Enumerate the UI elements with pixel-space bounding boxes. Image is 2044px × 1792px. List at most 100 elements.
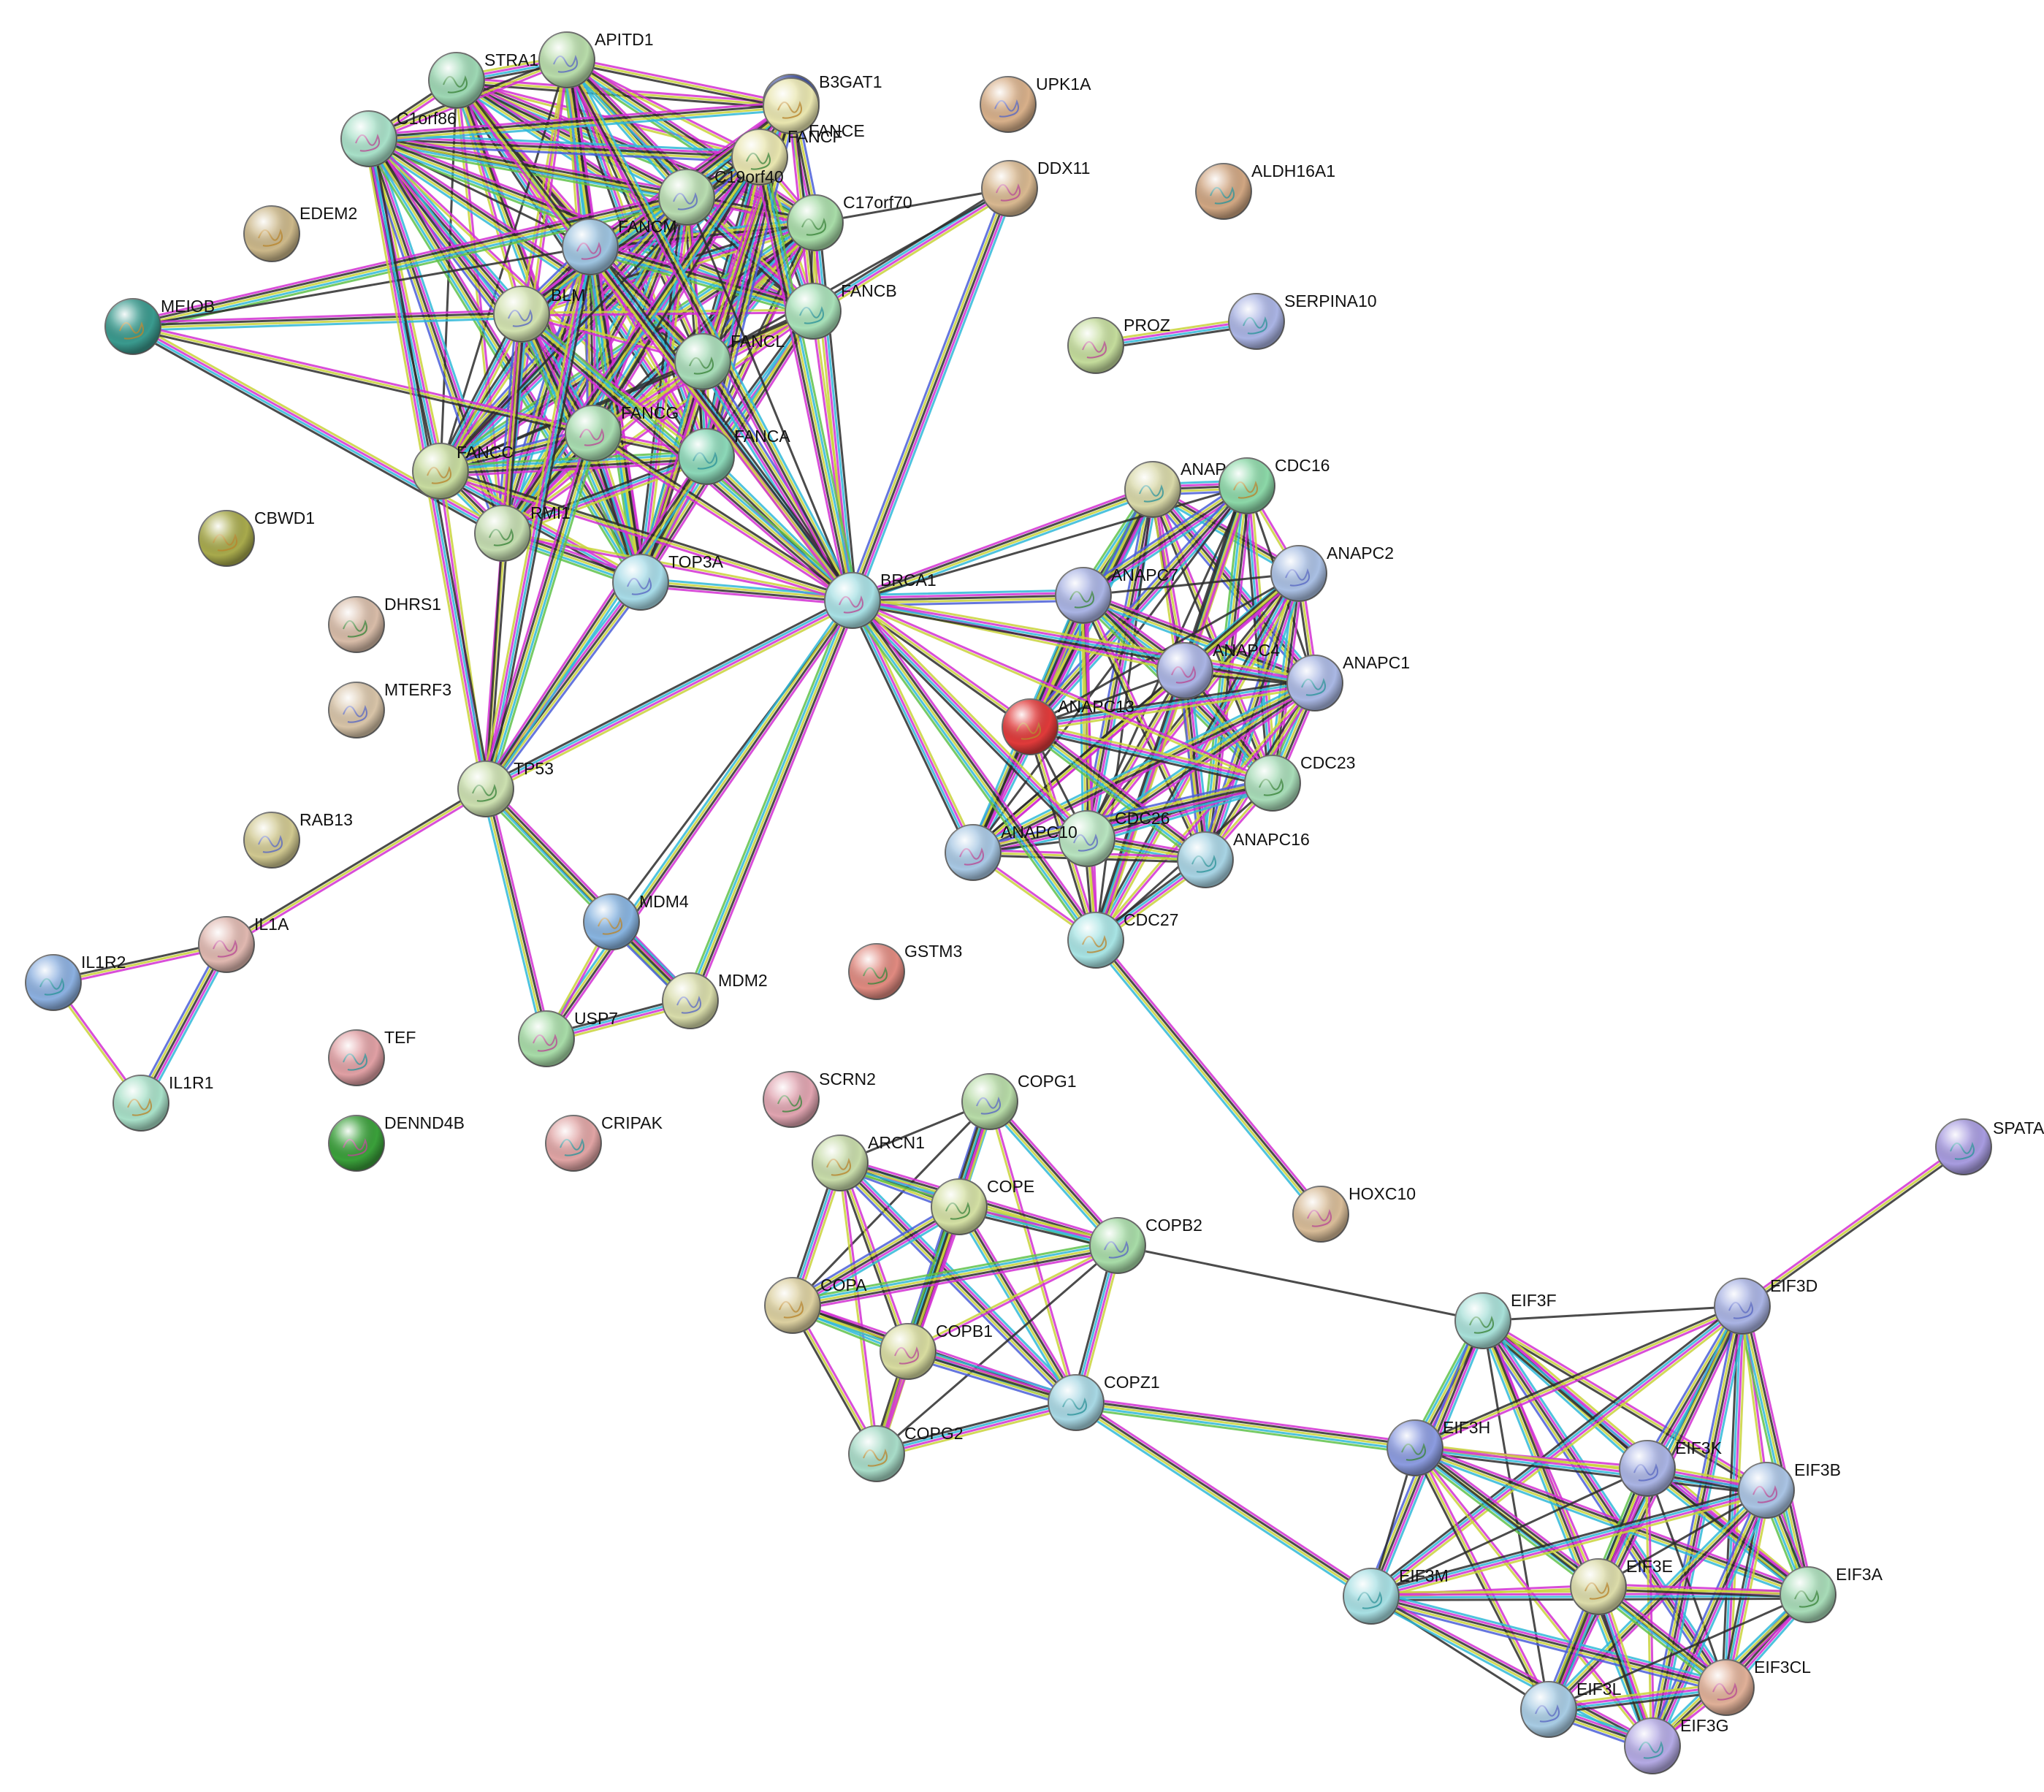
edge-line bbox=[961, 1203, 1081, 1402]
node-fancc[interactable]: FANCC bbox=[412, 443, 514, 500]
node-dennd4b[interactable]: DENND4B bbox=[328, 1113, 465, 1172]
node-mterf3[interactable]: MTERF3 bbox=[328, 680, 451, 739]
node-fanca[interactable]: FANCA bbox=[678, 427, 790, 485]
node-il1a[interactable]: IL1A bbox=[198, 915, 289, 973]
node-label: MDM4 bbox=[639, 892, 689, 911]
edge-EIF3B-EIF3G bbox=[1646, 1487, 1773, 1750]
edge-line bbox=[455, 79, 854, 602]
node-fancf[interactable]: FANCF bbox=[731, 127, 842, 186]
node-il1r2[interactable]: IL1R2 bbox=[25, 953, 126, 1011]
node-stra13[interactable]: STRA13 bbox=[428, 50, 548, 109]
node-anapc2[interactable]: ANAPC2 bbox=[1270, 544, 1394, 602]
node-tp53[interactable]: TP53 bbox=[457, 759, 554, 817]
node-scrn2[interactable]: SCRN2 bbox=[763, 1070, 876, 1128]
node-c1orf86[interactable]: C1orf86 bbox=[340, 109, 457, 167]
node-aldh16a1[interactable]: ALDH16A1 bbox=[1195, 161, 1335, 220]
node-cdc26[interactable]: CDC26 bbox=[1059, 809, 1170, 867]
node-proz[interactable]: PROZ bbox=[1067, 316, 1170, 374]
node-cripak[interactable]: CRIPAK bbox=[545, 1113, 663, 1172]
node-anapc10[interactable]: ANAPC10 bbox=[945, 823, 1078, 881]
edge-EIF3A-EIF3L bbox=[1547, 1593, 1810, 1711]
node-copz1[interactable]: COPZ1 bbox=[1048, 1373, 1160, 1431]
node-mdm2[interactable]: MDM2 bbox=[662, 971, 768, 1029]
node-eif3a[interactable]: EIF3A bbox=[1780, 1565, 1883, 1623]
node-rmi1[interactable]: RMI1 bbox=[474, 503, 571, 562]
node-ddx11[interactable]: DDX11 bbox=[981, 159, 1090, 217]
node-anapc16[interactable]: ANAPC16 bbox=[1177, 830, 1310, 888]
node-usp7[interactable]: USP7 bbox=[518, 1009, 618, 1067]
edge-line bbox=[847, 600, 971, 855]
node-c19orf40[interactable]: C19orf40 bbox=[658, 167, 784, 226]
node-copb1[interactable]: COPB1 bbox=[880, 1322, 993, 1380]
node-anapc1[interactable]: ANAPC1 bbox=[1286, 653, 1410, 712]
node-cope[interactable]: COPE bbox=[931, 1177, 1034, 1235]
node-blm[interactable]: BLM bbox=[493, 286, 585, 343]
edge-line bbox=[131, 193, 687, 325]
node-eif3cl[interactable]: EIF3CL bbox=[1698, 1658, 1811, 1716]
node-c17orf70[interactable]: C17orf70 bbox=[787, 193, 912, 251]
node-cdc23[interactable]: CDC23 bbox=[1244, 753, 1355, 812]
node-eif3m[interactable]: EIF3M bbox=[1343, 1566, 1449, 1625]
node-eif3f[interactable]: EIF3F bbox=[1454, 1291, 1557, 1349]
node-il1r1[interactable]: IL1R1 bbox=[113, 1073, 213, 1132]
node-anapc7[interactable]: ANAPC7 bbox=[1055, 565, 1178, 624]
node-copg2[interactable]: COPG2 bbox=[848, 1424, 964, 1482]
node-fancm[interactable]: FANCM bbox=[562, 217, 677, 275]
edge-line bbox=[53, 946, 229, 987]
node-label: CDC23 bbox=[1300, 753, 1355, 772]
node-label: ANAPC7 bbox=[1111, 565, 1178, 584]
edge-line bbox=[481, 788, 544, 1041]
node-anapc4[interactable]: ANAPC4 bbox=[1156, 641, 1280, 699]
node-fancb[interactable]: FANCB bbox=[785, 281, 897, 340]
node-serpina10[interactable]: SERPINA10 bbox=[1228, 291, 1377, 350]
node-rab13[interactable]: RAB13 bbox=[243, 810, 353, 869]
node-meiob[interactable]: MEIOB bbox=[104, 297, 215, 355]
edge-line bbox=[1641, 1302, 1739, 1467]
node-cbwd1[interactable]: CBWD1 bbox=[198, 508, 315, 567]
edge-line bbox=[1083, 590, 1318, 681]
node-gloss bbox=[763, 78, 819, 134]
node-eif3e[interactable]: EIF3E bbox=[1570, 1557, 1673, 1615]
node-fance[interactable]: FANCE bbox=[763, 77, 865, 140]
edge-line bbox=[590, 240, 816, 308]
node-brca1[interactable]: BRCA1 bbox=[824, 571, 937, 629]
node-copg1[interactable]: COPG1 bbox=[961, 1072, 1077, 1130]
node-mdm4[interactable]: MDM4 bbox=[583, 892, 689, 950]
node-copa[interactable]: COPA bbox=[764, 1276, 867, 1334]
edge-line bbox=[791, 1205, 961, 1307]
node-spata[interactable]: SPATA bbox=[1935, 1118, 2044, 1175]
edge-line bbox=[489, 584, 647, 793]
node-anapc13[interactable]: ANAPC13 bbox=[1002, 697, 1135, 755]
node-tef[interactable]: TEF bbox=[328, 1028, 416, 1086]
edge-line bbox=[370, 136, 644, 582]
node-upk1a[interactable]: UPK1A bbox=[980, 75, 1091, 133]
node-cdc16[interactable]: CDC16 bbox=[1219, 456, 1330, 514]
node-top3a[interactable]: TOP3A bbox=[612, 552, 724, 611]
node-eif3h[interactable]: EIF3H bbox=[1387, 1418, 1490, 1476]
edge-line bbox=[691, 600, 856, 1003]
node-eif3l[interactable]: EIF3L bbox=[1520, 1679, 1622, 1738]
node-copb2[interactable]: COPB2 bbox=[1089, 1216, 1202, 1274]
node-cdc27[interactable]: CDC27 bbox=[1067, 910, 1178, 969]
edge-line bbox=[1087, 787, 1275, 845]
node-label: CDC16 bbox=[1275, 456, 1330, 475]
node-apitd1[interactable]: APITD1 bbox=[538, 30, 654, 88]
edge-line bbox=[144, 945, 232, 1107]
node-eif3k[interactable]: EIF3K bbox=[1619, 1438, 1723, 1497]
node-arcn1[interactable]: ARCN1 bbox=[812, 1133, 925, 1192]
edge-line bbox=[484, 432, 595, 790]
edge-line bbox=[367, 134, 761, 156]
node-eif3b[interactable]: EIF3B bbox=[1738, 1460, 1841, 1519]
node-fancg[interactable]: FANCG bbox=[565, 403, 679, 462]
node-eif3g[interactable]: EIF3G bbox=[1624, 1716, 1728, 1774]
node-label: HOXC10 bbox=[1349, 1184, 1416, 1203]
node-gstm3[interactable]: GSTM3 bbox=[848, 942, 962, 1000]
edge-line bbox=[1029, 722, 1275, 781]
node-dhrs1[interactable]: DHRS1 bbox=[328, 595, 441, 653]
edge-line bbox=[1656, 1491, 1773, 1750]
node-fancl[interactable]: FANCL bbox=[674, 332, 785, 390]
node-hoxc10[interactable]: HOXC10 bbox=[1292, 1184, 1416, 1243]
node-eif3d[interactable]: EIF3D bbox=[1714, 1276, 1818, 1335]
node-edem2[interactable]: EDEM2 bbox=[243, 204, 357, 262]
node-gloss bbox=[1271, 546, 1327, 601]
